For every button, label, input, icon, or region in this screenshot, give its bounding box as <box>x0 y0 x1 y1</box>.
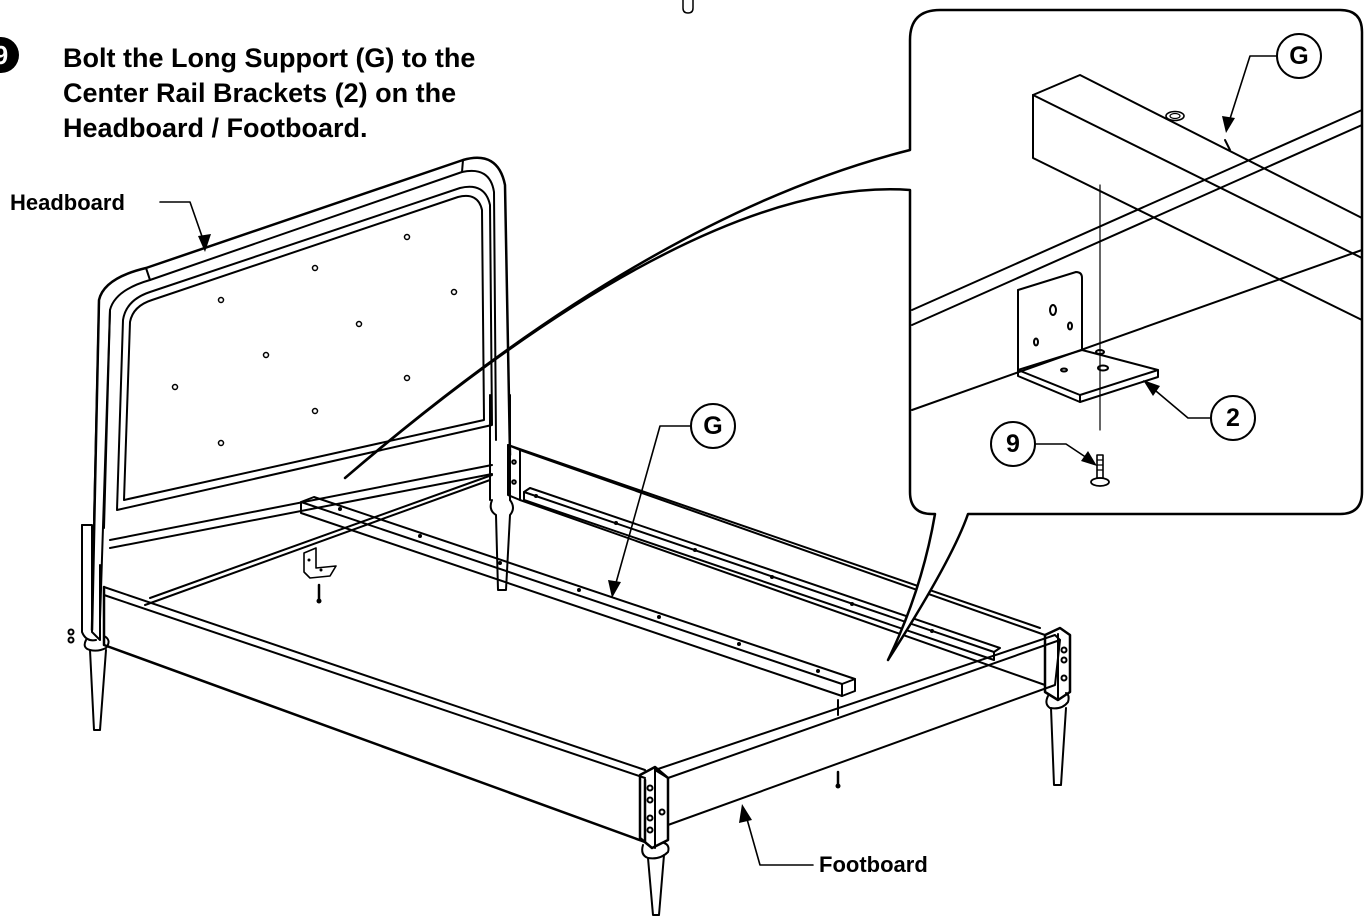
footboard-arrowhead <box>739 804 752 823</box>
tufting-buttons <box>171 233 458 447</box>
detail-callout-bubble <box>343 8 1364 662</box>
g-main-arrowhead <box>608 580 621 598</box>
instruction-text: Bolt the Long Support (G) to the Center … <box>63 41 583 146</box>
center-rail <box>523 487 1001 661</box>
g-detail-leader-line <box>1227 55 1277 126</box>
bolt-detail-arrowhead <box>1081 451 1097 466</box>
long-support-g <box>300 496 856 697</box>
instruction-line-2: Center Rail Brackets (2) on the <box>63 78 457 108</box>
headboard-label: Headboard <box>10 190 125 215</box>
bracket-detail-arrowhead <box>1143 380 1160 396</box>
callout-long-support-detail: G <box>1276 33 1322 79</box>
callout-bracket-detail: 2 <box>1210 395 1256 441</box>
callout-long-support-main: G <box>690 403 736 449</box>
g-main-leader-line <box>613 425 691 591</box>
bed-frame-rails <box>102 444 1072 916</box>
step-number-badge: 9 <box>0 37 19 73</box>
g-detail-arrowhead <box>1222 116 1235 133</box>
instruction-line-3: Headboard / Footboard. <box>63 113 368 143</box>
footboard-label: Footboard <box>819 852 928 877</box>
footboard-leader-line <box>744 811 814 866</box>
instruction-line-1: Bolt the Long Support (G) to the <box>63 43 476 73</box>
page-tab-mark <box>682 0 694 14</box>
callout-bolt-detail: 9 <box>990 421 1036 467</box>
detail-view-drawing <box>911 74 1363 487</box>
bracket-detail-leader-line <box>1149 385 1211 419</box>
bolt-detail-leader-line <box>1035 443 1091 461</box>
headboard-drawing <box>67 156 514 731</box>
headboard-arrowhead <box>198 234 211 252</box>
headboard-leader-line <box>159 201 206 246</box>
